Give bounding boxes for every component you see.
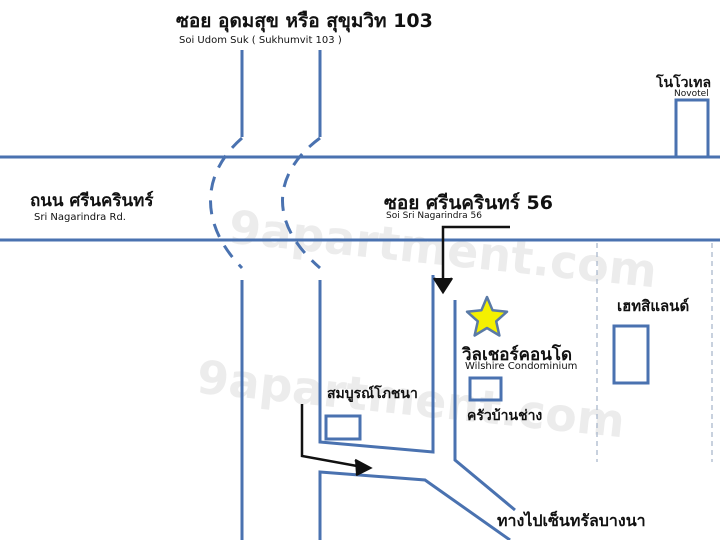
soi-56-west-edge [453, 300, 516, 512]
soi-bottom-branch [318, 470, 511, 540]
soi-56-label: ซอย ศรีนครินทร์ 56 [384, 192, 553, 214]
crossing-curve-west [209, 136, 244, 270]
novotel-en-label: Novotel [674, 89, 709, 99]
wilshire-label: วิลเชอร์คอนโด [462, 345, 573, 365]
wilshire-en-label: Wilshire Condominium [465, 361, 578, 372]
arrow-soi-56 [432, 225, 510, 295]
tesco-building [612, 324, 650, 385]
somboon-label: สมบูรณ์โภชนา [327, 386, 418, 402]
somboon-building [324, 414, 362, 441]
krua-ban-chang-building [468, 376, 503, 402]
crossing-curve-east [281, 136, 321, 270]
soi-south-east-edge [318, 275, 435, 454]
dashed-lines [596, 243, 713, 462]
star-icon [465, 295, 509, 337]
tesco-lotus-label: เฮทสิแลนด์ [617, 297, 690, 315]
novotel-label: โนโวเทล [656, 75, 712, 91]
arrow-somboon [300, 404, 373, 477]
to-bangna-label: ทางไปเซ็นทรัลบางนา [497, 511, 646, 530]
srinagarindra-rd-label: ถนน ศรีนครินทร์ [30, 191, 154, 211]
soi-udom-suk-en-label: Soi Udom Suk ( Sukhumvit 103 ) [179, 35, 342, 46]
soi-udom-suk-label: ซอย อุดมสุข หรือ สุขุมวิท 103 [176, 10, 433, 32]
soi-56-en-label: Soi Sri Nagarindra 56 [386, 211, 482, 221]
srinagarindra-rd-en-label: Sri Nagarindra Rd. [34, 212, 126, 223]
roads [0, 50, 720, 540]
novotel-building [674, 98, 710, 159]
krua-ban-chang-label: ครัวบ้านช่าง [467, 408, 543, 424]
